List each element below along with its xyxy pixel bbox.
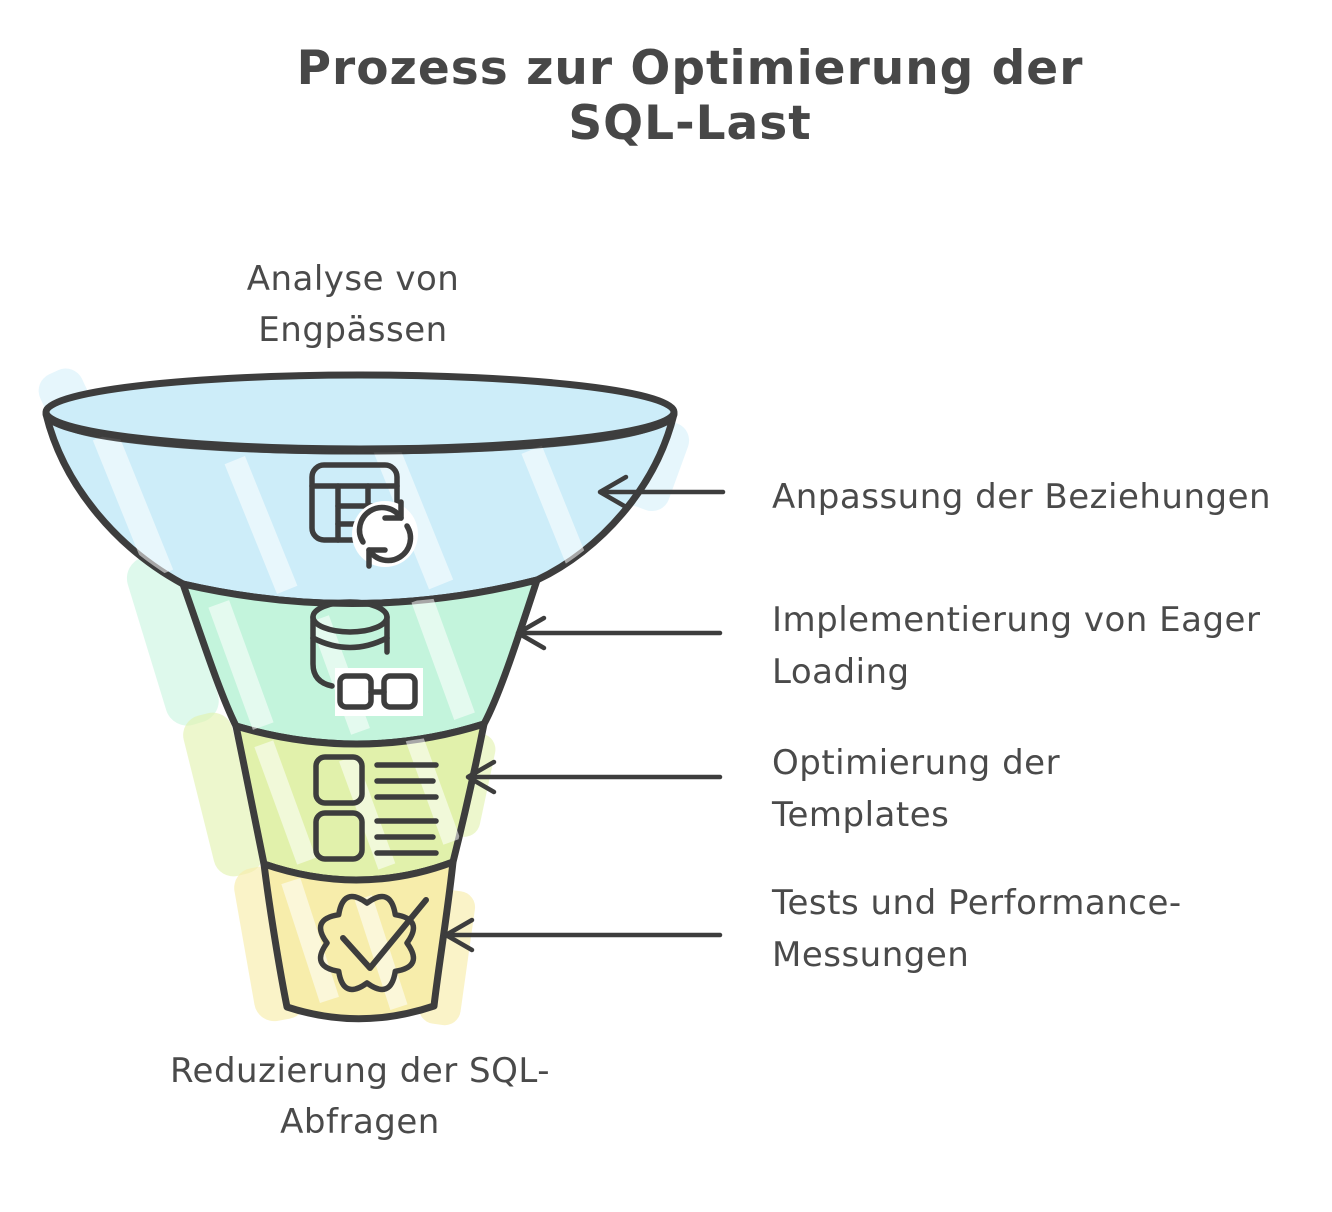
marker-streaks — [92, 430, 591, 1010]
stage-label-3: Optimierung der Templates — [772, 743, 1061, 836]
stage-2-arrow — [515, 615, 723, 651]
template-list-icon — [313, 754, 439, 862]
stage-label-1: Anpassung der Beziehungen — [772, 477, 1272, 517]
funnel-bottom-label: Reduzierung der SQL-Abfragen — [169, 1051, 551, 1142]
stage-4-arrow — [443, 917, 723, 953]
badge-check-icon — [317, 893, 429, 993]
table-sync-icon — [309, 462, 418, 569]
stage-1-arrow — [597, 474, 726, 510]
stage-3-arrow — [465, 759, 723, 795]
stage-label-2: Implementierung von Eager Loading — [772, 600, 1261, 693]
stage-label-4: Tests und Performance-Messungen — [772, 883, 1182, 976]
funnel-mouth — [42, 371, 678, 455]
page-title: Prozess zur Optimierung der SQL-Last — [296, 41, 1084, 151]
database-relation-icon — [310, 599, 423, 716]
funnel-top-label: Analyse von Engpässen — [246, 259, 460, 350]
